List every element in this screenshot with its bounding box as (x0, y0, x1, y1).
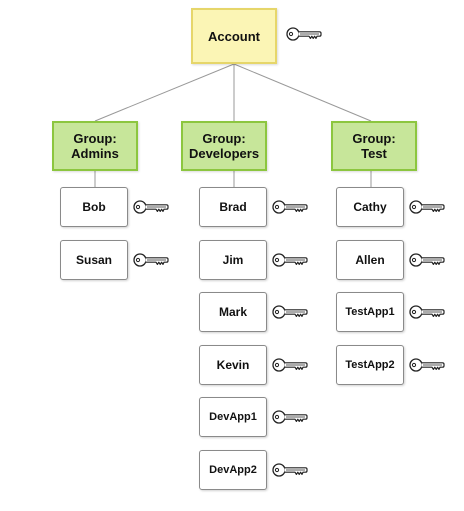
member-name: TestApp1 (345, 306, 395, 318)
key-icon (409, 252, 445, 268)
member-name: Cathy (353, 200, 387, 214)
member-name: Mark (218, 305, 247, 319)
member-cathy: Cathy (336, 187, 404, 227)
member-name: DevApp2 (209, 464, 257, 476)
key-icon (409, 304, 445, 320)
member-jim: Jim (199, 240, 267, 280)
group-test-label-line1: Group: (352, 131, 396, 146)
connector-account-test (233, 63, 372, 122)
group-developers: Group: Developers (181, 121, 267, 171)
member-testapp1: TestApp1 (336, 292, 404, 332)
group-admins: Group: Admins (52, 121, 138, 171)
member-mark: Mark (199, 292, 267, 332)
group-developers-label-line1: Group: (202, 131, 246, 146)
member-kevin: Kevin (199, 345, 267, 385)
member-testapp2: TestApp2 (336, 345, 404, 385)
member-devapp1: DevApp1 (199, 397, 267, 437)
group-admins-label-line1: Group: (73, 131, 117, 146)
member-name: Bob (82, 200, 106, 214)
member-name: Susan (75, 253, 112, 267)
key-icon (286, 26, 322, 42)
key-icon (409, 357, 445, 373)
connector-account-admins (94, 63, 235, 122)
member-allen: Allen (336, 240, 404, 280)
key-icon (272, 462, 308, 478)
member-susan: Susan (60, 240, 128, 280)
member-devapp2: DevApp2 (199, 450, 267, 490)
member-name: Kevin (216, 358, 250, 372)
group-admins-label-line2: Admins (71, 146, 119, 161)
member-name: Jim (222, 253, 244, 267)
member-name: Allen (355, 253, 385, 267)
key-icon (133, 199, 169, 215)
group-test-label-line2: Test (361, 146, 387, 161)
member-name: TestApp2 (345, 359, 395, 371)
key-icon (272, 409, 308, 425)
member-name: Brad (219, 200, 247, 214)
member-bob: Bob (60, 187, 128, 227)
group-test: Group: Test (331, 121, 417, 171)
key-icon (409, 199, 445, 215)
key-icon (272, 199, 308, 215)
key-icon (272, 252, 308, 268)
member-name: DevApp1 (209, 411, 257, 423)
account-label: Account (208, 28, 260, 44)
member-brad: Brad (199, 187, 267, 227)
key-icon (272, 304, 308, 320)
key-icon (272, 357, 308, 373)
key-icon (133, 252, 169, 268)
group-developers-label-line2: Developers (188, 146, 260, 161)
account-box: Account (191, 8, 277, 64)
